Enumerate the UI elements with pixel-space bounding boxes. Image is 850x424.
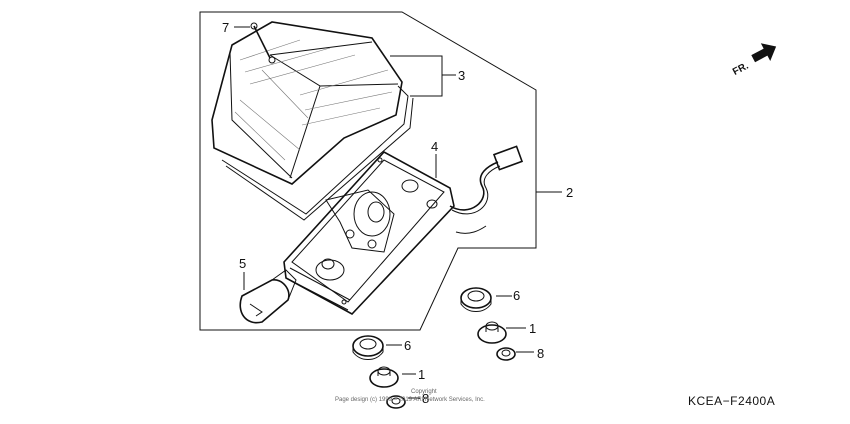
callout-1-right: 1	[529, 321, 536, 336]
callout-3: 3	[458, 68, 465, 83]
arrow-right-icon	[751, 43, 777, 63]
bulb-5	[239, 269, 297, 324]
leader-lines	[234, 26, 562, 399]
tail-housing	[283, 150, 455, 315]
diagram-code: KCEA−F2400A	[688, 394, 775, 408]
callout-6-left: 6	[404, 338, 411, 353]
copyright-line-1: Copyright	[411, 389, 437, 395]
direction-label: FR.	[731, 61, 751, 78]
callout-8-right: 8	[537, 346, 544, 361]
callout-5: 5	[239, 256, 246, 271]
tail-lens	[211, 21, 403, 185]
lens-gasket	[221, 85, 414, 221]
callout-7: 7	[222, 20, 229, 35]
callout-8-left: 8	[422, 391, 429, 406]
copyright-line-2: Page design (c) 1999 – 2019 ARI Network …	[335, 397, 485, 403]
grommet-6-left	[352, 335, 384, 360]
collar-1-right	[477, 321, 507, 344]
front-direction-indicator: FR.	[731, 43, 777, 78]
grommet-6-right	[460, 287, 492, 312]
collar-1-left	[369, 366, 399, 388]
screw-7	[250, 22, 276, 64]
nut-8-left	[386, 395, 406, 409]
callout-6-right: 6	[513, 288, 520, 303]
callout-2: 2	[566, 185, 573, 200]
nut-8-right	[496, 347, 516, 361]
callout-1-left: 1	[418, 367, 425, 382]
callout-4: 4	[431, 139, 438, 154]
assembly-outline	[199, 11, 537, 331]
wire-harness	[449, 145, 524, 234]
